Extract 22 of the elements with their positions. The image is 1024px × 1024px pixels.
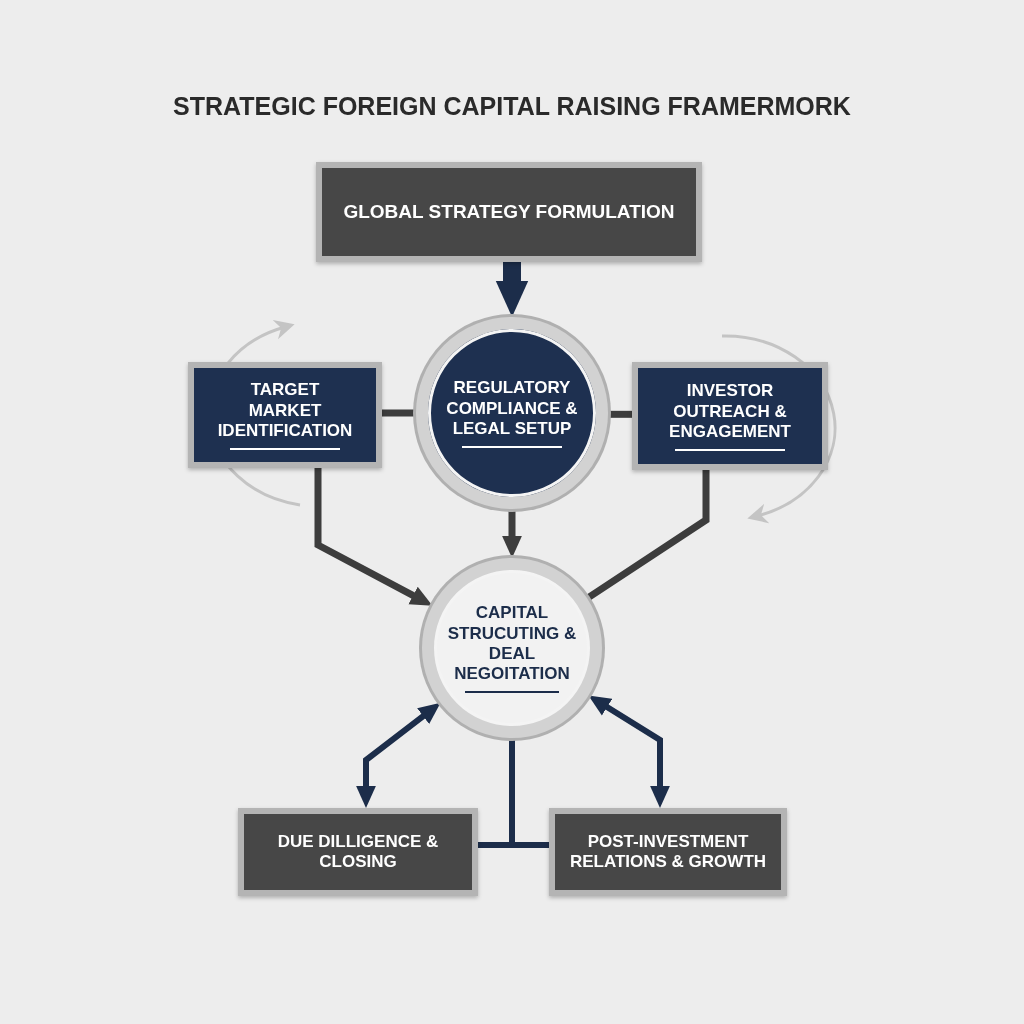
process-box [549, 808, 787, 896]
node-label: INVESTOR OUTREACH & ENGAGEMENT [668, 381, 792, 443]
node-label: REGULATORY COMPLIANCE & LEGAL SETUP [445, 378, 579, 440]
connector-line [608, 410, 632, 418]
process-box [188, 362, 382, 468]
process-box [316, 162, 702, 262]
arrow [495, 262, 529, 317]
arrow [588, 695, 670, 808]
connector-line [585, 470, 710, 602]
arrow [502, 509, 522, 558]
connector-line [382, 409, 416, 417]
connector-line [509, 738, 549, 848]
node-label: DUE DILLIGENCE & CLOSING [276, 831, 440, 873]
process-box [238, 808, 478, 896]
arrow [314, 468, 433, 606]
process-box [632, 362, 828, 470]
node-label: TARGET MARKET IDENTIFICATION [217, 380, 353, 442]
diagram-title: STRATEGIC FOREIGN CAPITAL RAISING FRAMERMORK [172, 92, 852, 121]
node-label: GLOBAL STRATEGY FORMULATION [343, 200, 675, 224]
node-label: CAPITAL STRUCUTING & DEAL NEGOITATION [447, 603, 577, 685]
arrow [356, 702, 441, 808]
node-label: POST-INVESTMENT RELATIONS & GROWTH [568, 831, 768, 873]
